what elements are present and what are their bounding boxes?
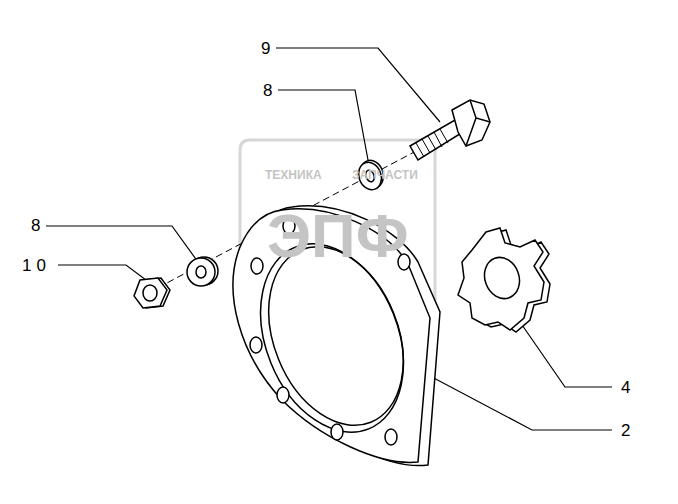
callout-number: 9 bbox=[259, 39, 272, 58]
callout-number: 8 bbox=[261, 81, 274, 100]
watermark: ТЕХНИКА bbox=[265, 169, 322, 181]
nut bbox=[134, 278, 170, 308]
watermark: ЭПФ bbox=[267, 205, 409, 267]
callout-number: 10 bbox=[20, 256, 53, 275]
callout-number: 8 bbox=[29, 216, 42, 235]
flange-plate bbox=[233, 206, 440, 466]
star-coupling bbox=[458, 228, 550, 332]
callout-number: 4 bbox=[619, 378, 632, 397]
bolt bbox=[410, 100, 490, 160]
callout-number: 2 bbox=[619, 421, 632, 440]
watermark: ЗАПЧАСТИ bbox=[352, 169, 418, 181]
